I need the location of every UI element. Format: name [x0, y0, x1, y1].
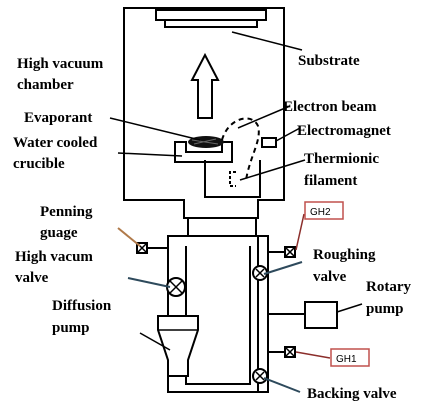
substrate-leader	[231, 31, 303, 51]
evaporant-leader	[109, 117, 201, 141]
label-roughing-1: Roughing	[313, 247, 376, 263]
label-water-cooled-1: Water cooled	[13, 135, 98, 151]
label-penning-2: guage	[40, 225, 78, 241]
label-penning-1: Penning	[40, 204, 93, 220]
gh1-valve-x	[284, 346, 296, 358]
backing-valve-x	[255, 371, 265, 381]
vapor-direction-arrow	[190, 52, 220, 119]
diffusion-pump-leader	[139, 332, 171, 351]
label-evaporant: Evaporant	[24, 110, 92, 126]
gh2-label: GH2	[310, 207, 331, 218]
thermionic-filament	[229, 171, 236, 187]
electron-beam-leader	[237, 105, 291, 129]
rotary-pump-leader	[336, 303, 363, 313]
gh2-gauge-valve	[284, 246, 296, 258]
label-roughing-2: valve	[313, 269, 347, 285]
gh1-label: GH1	[336, 354, 357, 365]
chamber-outlet	[187, 218, 257, 236]
label-water-cooled-2: crucible	[13, 156, 65, 172]
label-thermionic-1: Thermionic	[304, 151, 379, 167]
label-substrate: Substrate	[298, 53, 360, 69]
gh1-box	[330, 348, 370, 367]
roughing-valve-x	[255, 268, 265, 278]
label-rotary-1: Rotary	[366, 279, 411, 295]
label-high-vacum-valve-1: High vacum	[15, 249, 93, 265]
electromagnet	[261, 137, 277, 148]
label-thermionic-2: filament	[304, 173, 357, 189]
gh2-valve-x	[284, 246, 296, 258]
substrate-plate	[164, 19, 258, 28]
label-diffusion-1: Diffusion	[52, 298, 112, 314]
label-chamber-1: High vacuum	[17, 56, 104, 72]
diffusion-pump	[157, 315, 199, 377]
label-diffusion-2: pump	[52, 320, 90, 336]
rotary-pump	[304, 301, 338, 329]
penning-gauge-valve	[136, 242, 148, 254]
label-chamber-2: chamber	[17, 77, 74, 93]
gh1-leader	[295, 351, 331, 359]
backing-valve-leader	[263, 377, 301, 393]
roughing-valve-leader	[263, 261, 303, 275]
electromagnet-leader	[275, 127, 301, 142]
penning-leader	[117, 227, 141, 247]
substrate-holder	[155, 9, 267, 21]
label-electron-beam: Electron beam	[283, 99, 377, 115]
high-vacum-valve-leader	[127, 277, 171, 288]
label-rotary-2: pump	[366, 301, 404, 317]
high-vacuum-chamber	[123, 7, 285, 219]
label-electromagnet: Electromagnet	[297, 123, 391, 139]
label-high-vacum-valve-2: valve	[15, 270, 49, 286]
label-backing-valve: Backing valve	[307, 386, 397, 402]
evaporant-hatch	[191, 138, 219, 145]
thermionic-leader	[239, 159, 306, 181]
electron-beam-path	[221, 117, 260, 181]
gh2-leader	[295, 213, 305, 251]
gh2-box	[304, 201, 344, 220]
crucible-leader	[117, 152, 183, 157]
gh1-gauge-valve	[284, 346, 296, 358]
gun-housing	[204, 160, 261, 198]
high-vacuum-valve-x	[169, 280, 183, 294]
